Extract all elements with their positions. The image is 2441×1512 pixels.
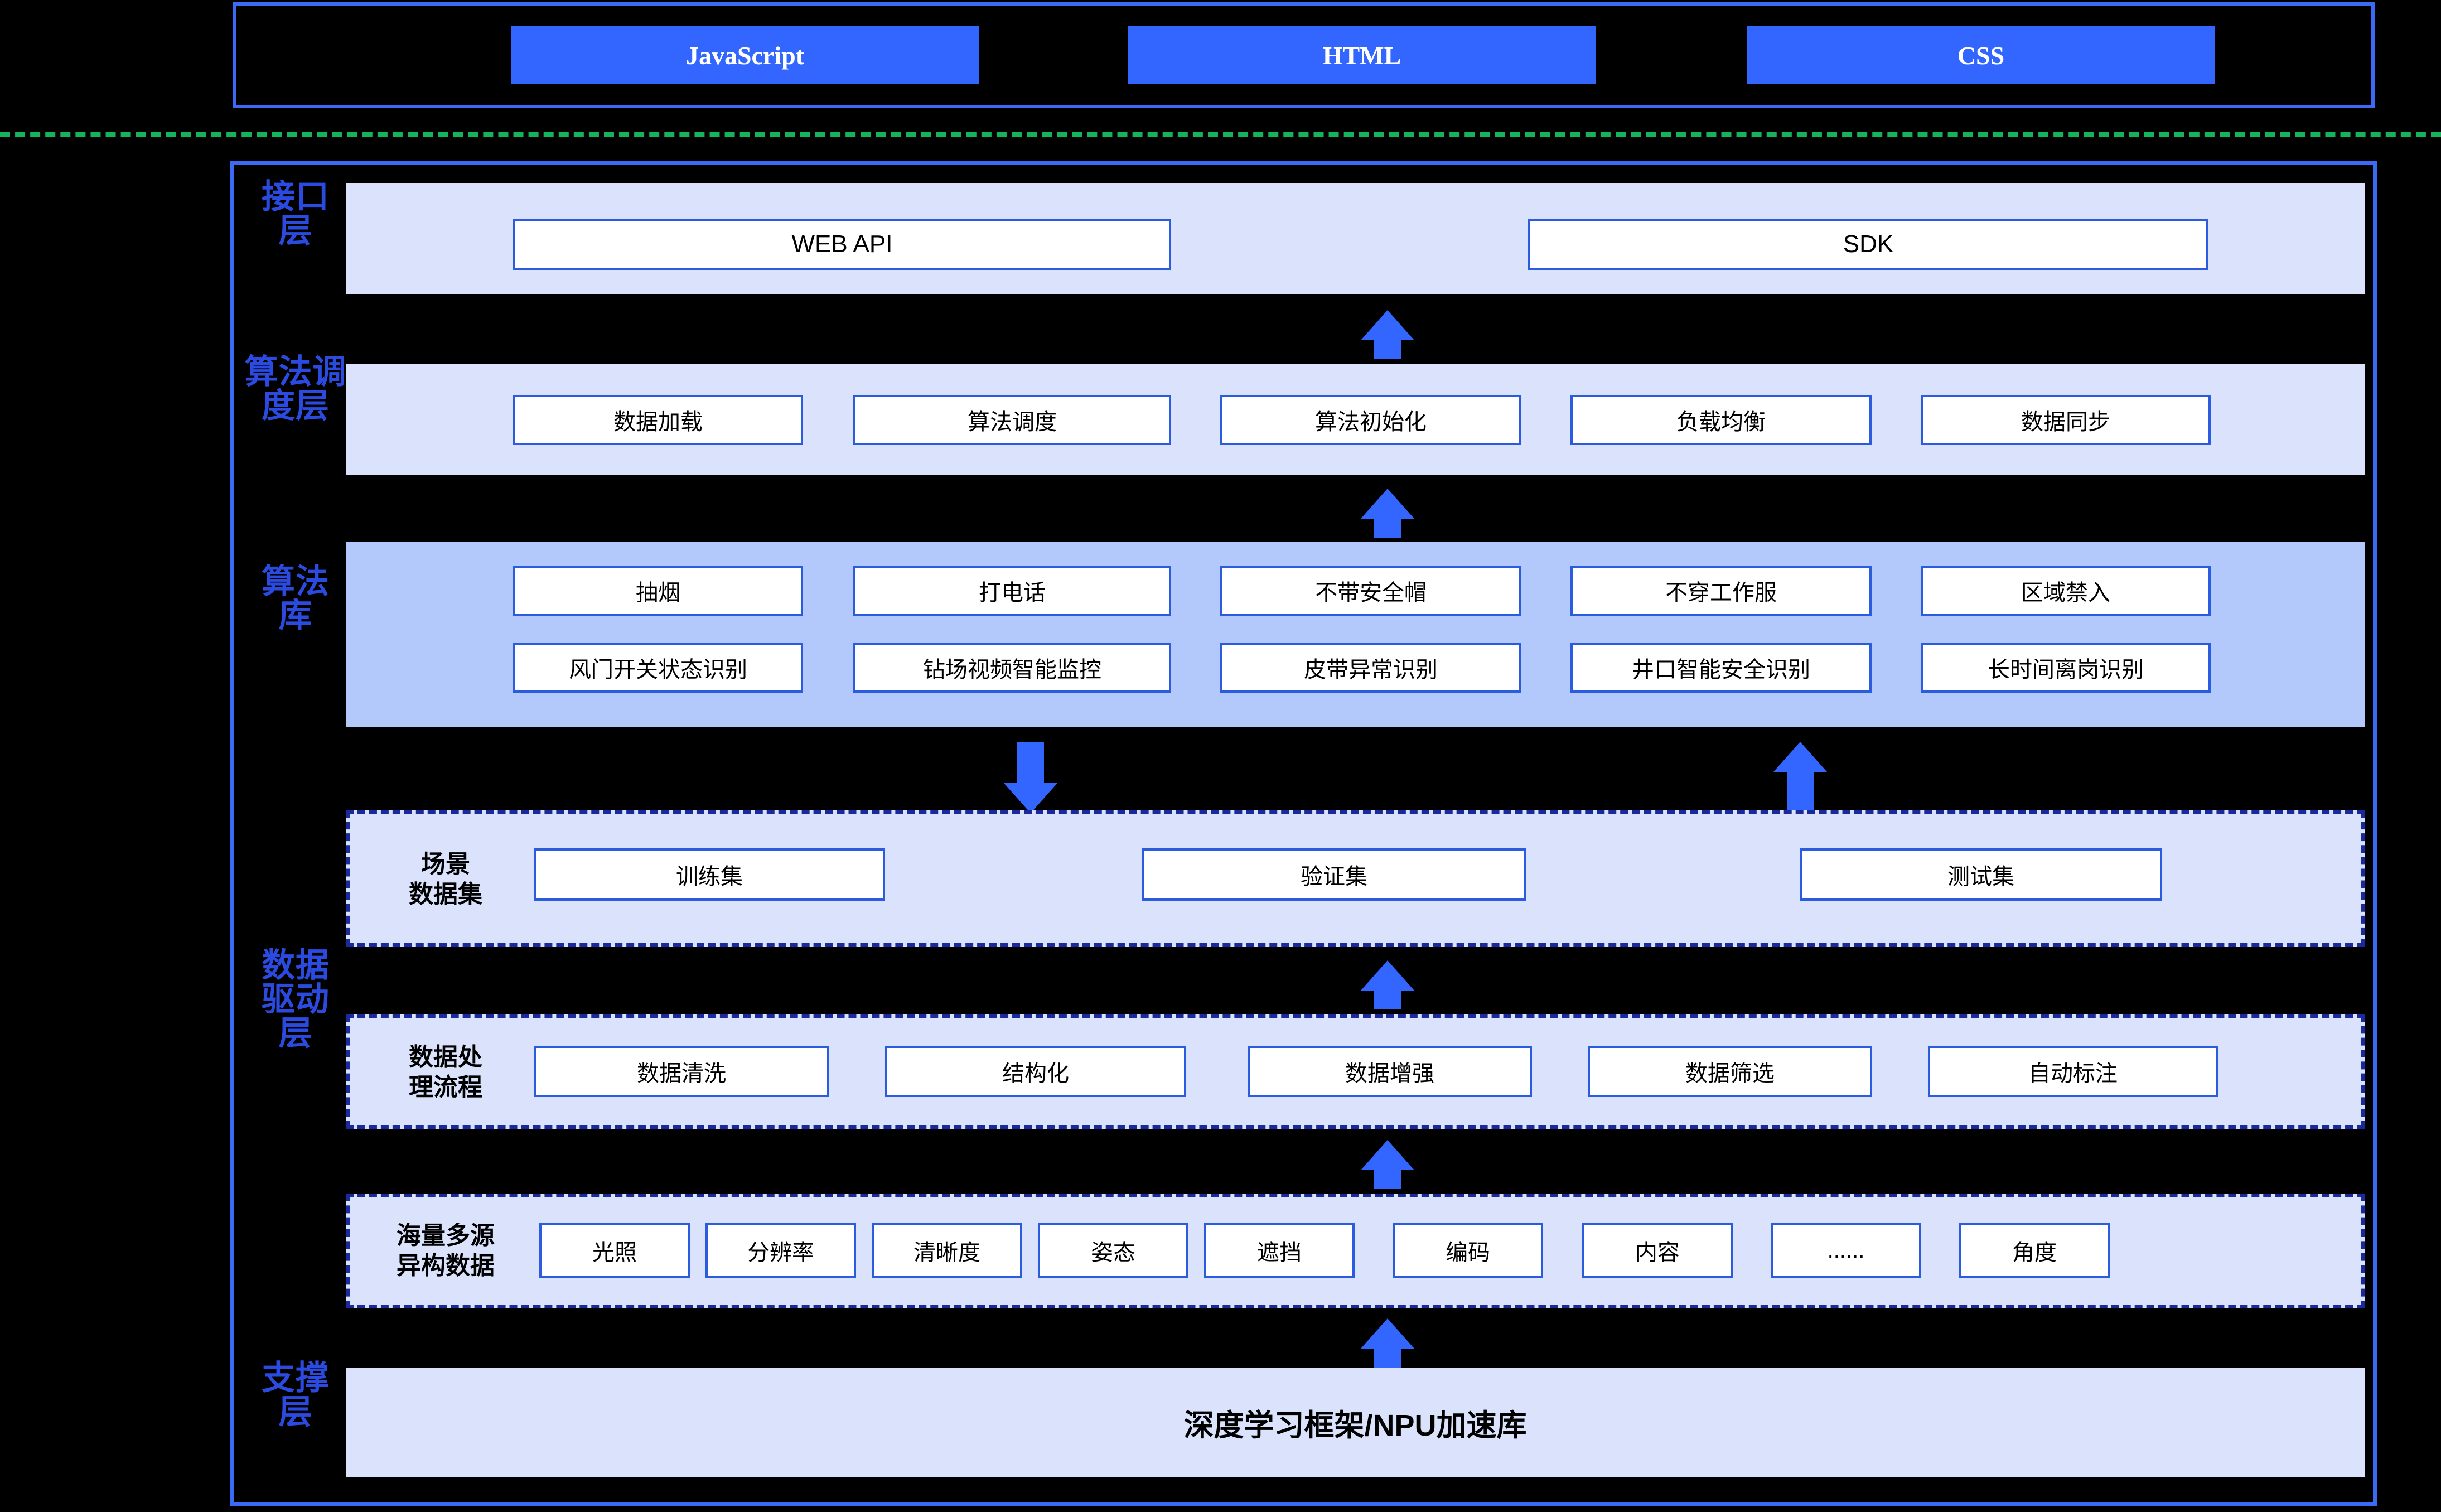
layer-scheduling-band: 数据加载 算法调度 算法初始化 负载均衡 数据同步 (346, 364, 2365, 475)
group-label-line2: 异构数据 (397, 1252, 495, 1279)
cell-sdk[interactable]: SDK (1528, 219, 2208, 270)
side-label-scheduling: 算法调度层 (244, 353, 347, 425)
cell-pose[interactable]: 姿态 (1038, 1223, 1188, 1278)
group-data-processing: 数据处 理流程 数据清洗 结构化 数据增强 数据筛选 自动标注 (346, 1014, 2365, 1129)
side-label-data-driven: 数据驱动层 (262, 946, 330, 1052)
cell-air-door-state[interactable]: 风门开关状态识别 (513, 643, 803, 693)
cell-resolution[interactable]: 分辨率 (705, 1223, 856, 1278)
cell-train-set[interactable]: 训练集 (534, 848, 885, 901)
cell-algorithm-scheduling[interactable]: 算法调度 (853, 395, 1171, 445)
cell-structuring[interactable]: 结构化 (885, 1046, 1186, 1097)
cell-test-set[interactable]: 测试集 (1800, 848, 2162, 901)
side-label-interface: 接口层 (262, 178, 330, 250)
arrow-up-to-scheduling (1361, 489, 1414, 538)
cell-data-filtering[interactable]: 数据筛选 (1588, 1046, 1872, 1097)
layer-interface-band: WEB API SDK (346, 183, 2365, 294)
side-label-algorithm-library: 算法库 (262, 563, 330, 635)
side-label-support: 支撑层 (262, 1359, 330, 1431)
cell-wellhead-safety[interactable]: 井口智能安全识别 (1570, 643, 1872, 693)
cell-no-workwear[interactable]: 不穿工作服 (1570, 566, 1872, 616)
group-label-line1: 海量多源 (397, 1222, 495, 1249)
group-label-line2: 数据集 (409, 880, 482, 908)
cell-web-api[interactable]: WEB API (513, 219, 1171, 270)
group-label-line1: 场景 (421, 851, 470, 878)
cell-data-cleaning[interactable]: 数据清洗 (534, 1046, 829, 1097)
cell-algorithm-init[interactable]: 算法初始化 (1220, 395, 1521, 445)
cell-validation-set[interactable]: 验证集 (1142, 848, 1526, 901)
cell-phone-call[interactable]: 打电话 (853, 566, 1171, 616)
tech-button-html[interactable]: HTML (1128, 26, 1596, 84)
arrow-up-to-scene-dataset (1361, 960, 1414, 1009)
cell-occlusion[interactable]: 遮挡 (1204, 1223, 1355, 1278)
cell-load-balancing[interactable]: 负载均衡 (1570, 395, 1872, 445)
tech-button-css[interactable]: CSS (1747, 26, 2215, 84)
arrow-down-to-dataset (1004, 742, 1057, 813)
group-label-line2: 理流程 (409, 1073, 482, 1101)
tech-button-javascript[interactable]: JavaScript (511, 26, 979, 84)
cell-drill-site-monitor[interactable]: 钻场视频智能监控 (853, 643, 1171, 693)
frontend-tech-bar: JavaScript HTML CSS (233, 2, 2375, 108)
cell-smoking[interactable]: 抽烟 (513, 566, 803, 616)
support-framework-text: 深度学习框架/NPU加速库 (1183, 1408, 1527, 1442)
arrow-up-to-interface (1361, 310, 1414, 359)
cell-data-augmentation[interactable]: 数据增强 (1248, 1046, 1532, 1097)
arrow-up-to-data-layer (1361, 1318, 1414, 1368)
group-label-data-processing: 数据处 理流程 (373, 1042, 518, 1102)
cell-ellipsis[interactable]: ...... (1771, 1223, 1921, 1278)
cell-clarity[interactable]: 清晰度 (872, 1223, 1022, 1278)
cell-content[interactable]: 内容 (1582, 1223, 1733, 1278)
group-label-line1: 数据处 (409, 1044, 482, 1071)
arrow-up-to-algorithm-library (1773, 742, 1827, 813)
cell-long-absence[interactable]: 长时间离岗识别 (1921, 643, 2211, 693)
cell-restricted-area[interactable]: 区域禁入 (1921, 566, 2211, 616)
cell-illumination[interactable]: 光照 (539, 1223, 690, 1278)
group-label-scene-dataset: 场景 数据集 (379, 849, 513, 909)
arrow-up-to-data-processing (1361, 1140, 1414, 1189)
cell-auto-labeling[interactable]: 自动标注 (1928, 1046, 2218, 1097)
layer-support-band: 深度学习框架/NPU加速库 (346, 1368, 2365, 1477)
group-massive-data: 海量多源 异构数据 光照 分辨率 清晰度 姿态 遮挡 编码 内容 ...... … (346, 1194, 2365, 1308)
green-dashed-divider (0, 132, 2441, 137)
cell-no-helmet[interactable]: 不带安全帽 (1220, 566, 1521, 616)
group-scene-dataset: 场景 数据集 训练集 验证集 测试集 (346, 810, 2365, 947)
cell-data-sync[interactable]: 数据同步 (1921, 395, 2211, 445)
cell-encoding[interactable]: 编码 (1393, 1223, 1543, 1278)
cell-data-loading[interactable]: 数据加载 (513, 395, 803, 445)
layer-algorithm-library-band: 抽烟 打电话 不带安全帽 不穿工作服 区域禁入 风门开关状态识别 钻场视频智能监… (346, 542, 2365, 727)
cell-belt-anomaly[interactable]: 皮带异常识别 (1220, 643, 1521, 693)
group-label-massive-data: 海量多源 异构数据 (362, 1221, 529, 1281)
cell-angle[interactable]: 角度 (1959, 1223, 2110, 1278)
